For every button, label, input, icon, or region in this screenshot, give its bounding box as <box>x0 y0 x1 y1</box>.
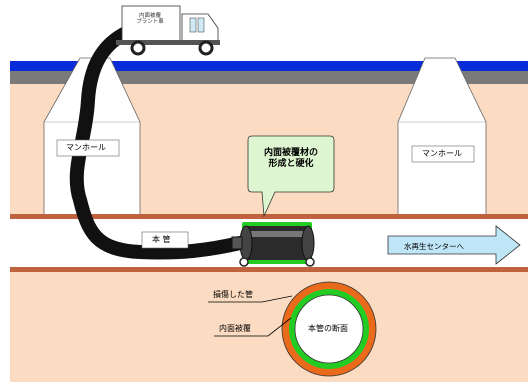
arrow-label: 水再生センターへ <box>404 242 464 251</box>
pipe-wall-top <box>10 214 528 219</box>
leader-inner-coating <box>214 317 292 337</box>
manhole-left-label: マンホール <box>66 143 106 152</box>
cross-section-core <box>294 294 364 364</box>
flow-arrow <box>387 225 521 265</box>
manhole-right-label: マンホール <box>422 149 462 158</box>
road-base <box>10 71 528 84</box>
callout-bubble <box>247 135 335 218</box>
cross-section-label: 本管の断面 <box>308 324 348 333</box>
road-surface <box>10 61 528 71</box>
callout-text: 内面被覆材の 形成と硬化 <box>263 148 318 170</box>
truck-body <box>121 5 181 43</box>
label-box-manhole-right <box>411 145 475 163</box>
label-box-manhole-left <box>56 139 120 157</box>
truck-wheel-icon <box>130 40 146 56</box>
wheel-icon <box>305 257 315 267</box>
inner-coating-label: 内面被覆 <box>219 324 251 333</box>
wheel-icon <box>239 257 249 267</box>
pipe-label: 本 管 <box>152 235 171 244</box>
leader-damaged-pipe <box>208 295 293 303</box>
truck-label: 内面被覆 プラント車 <box>136 13 164 26</box>
truck-wheel-icon <box>198 40 214 56</box>
supply-hose <box>69 25 247 260</box>
pipe-wall-bottom <box>10 267 528 272</box>
label-box-pipe <box>141 231 189 249</box>
damaged-pipe-label: 損傷した管 <box>213 290 253 299</box>
